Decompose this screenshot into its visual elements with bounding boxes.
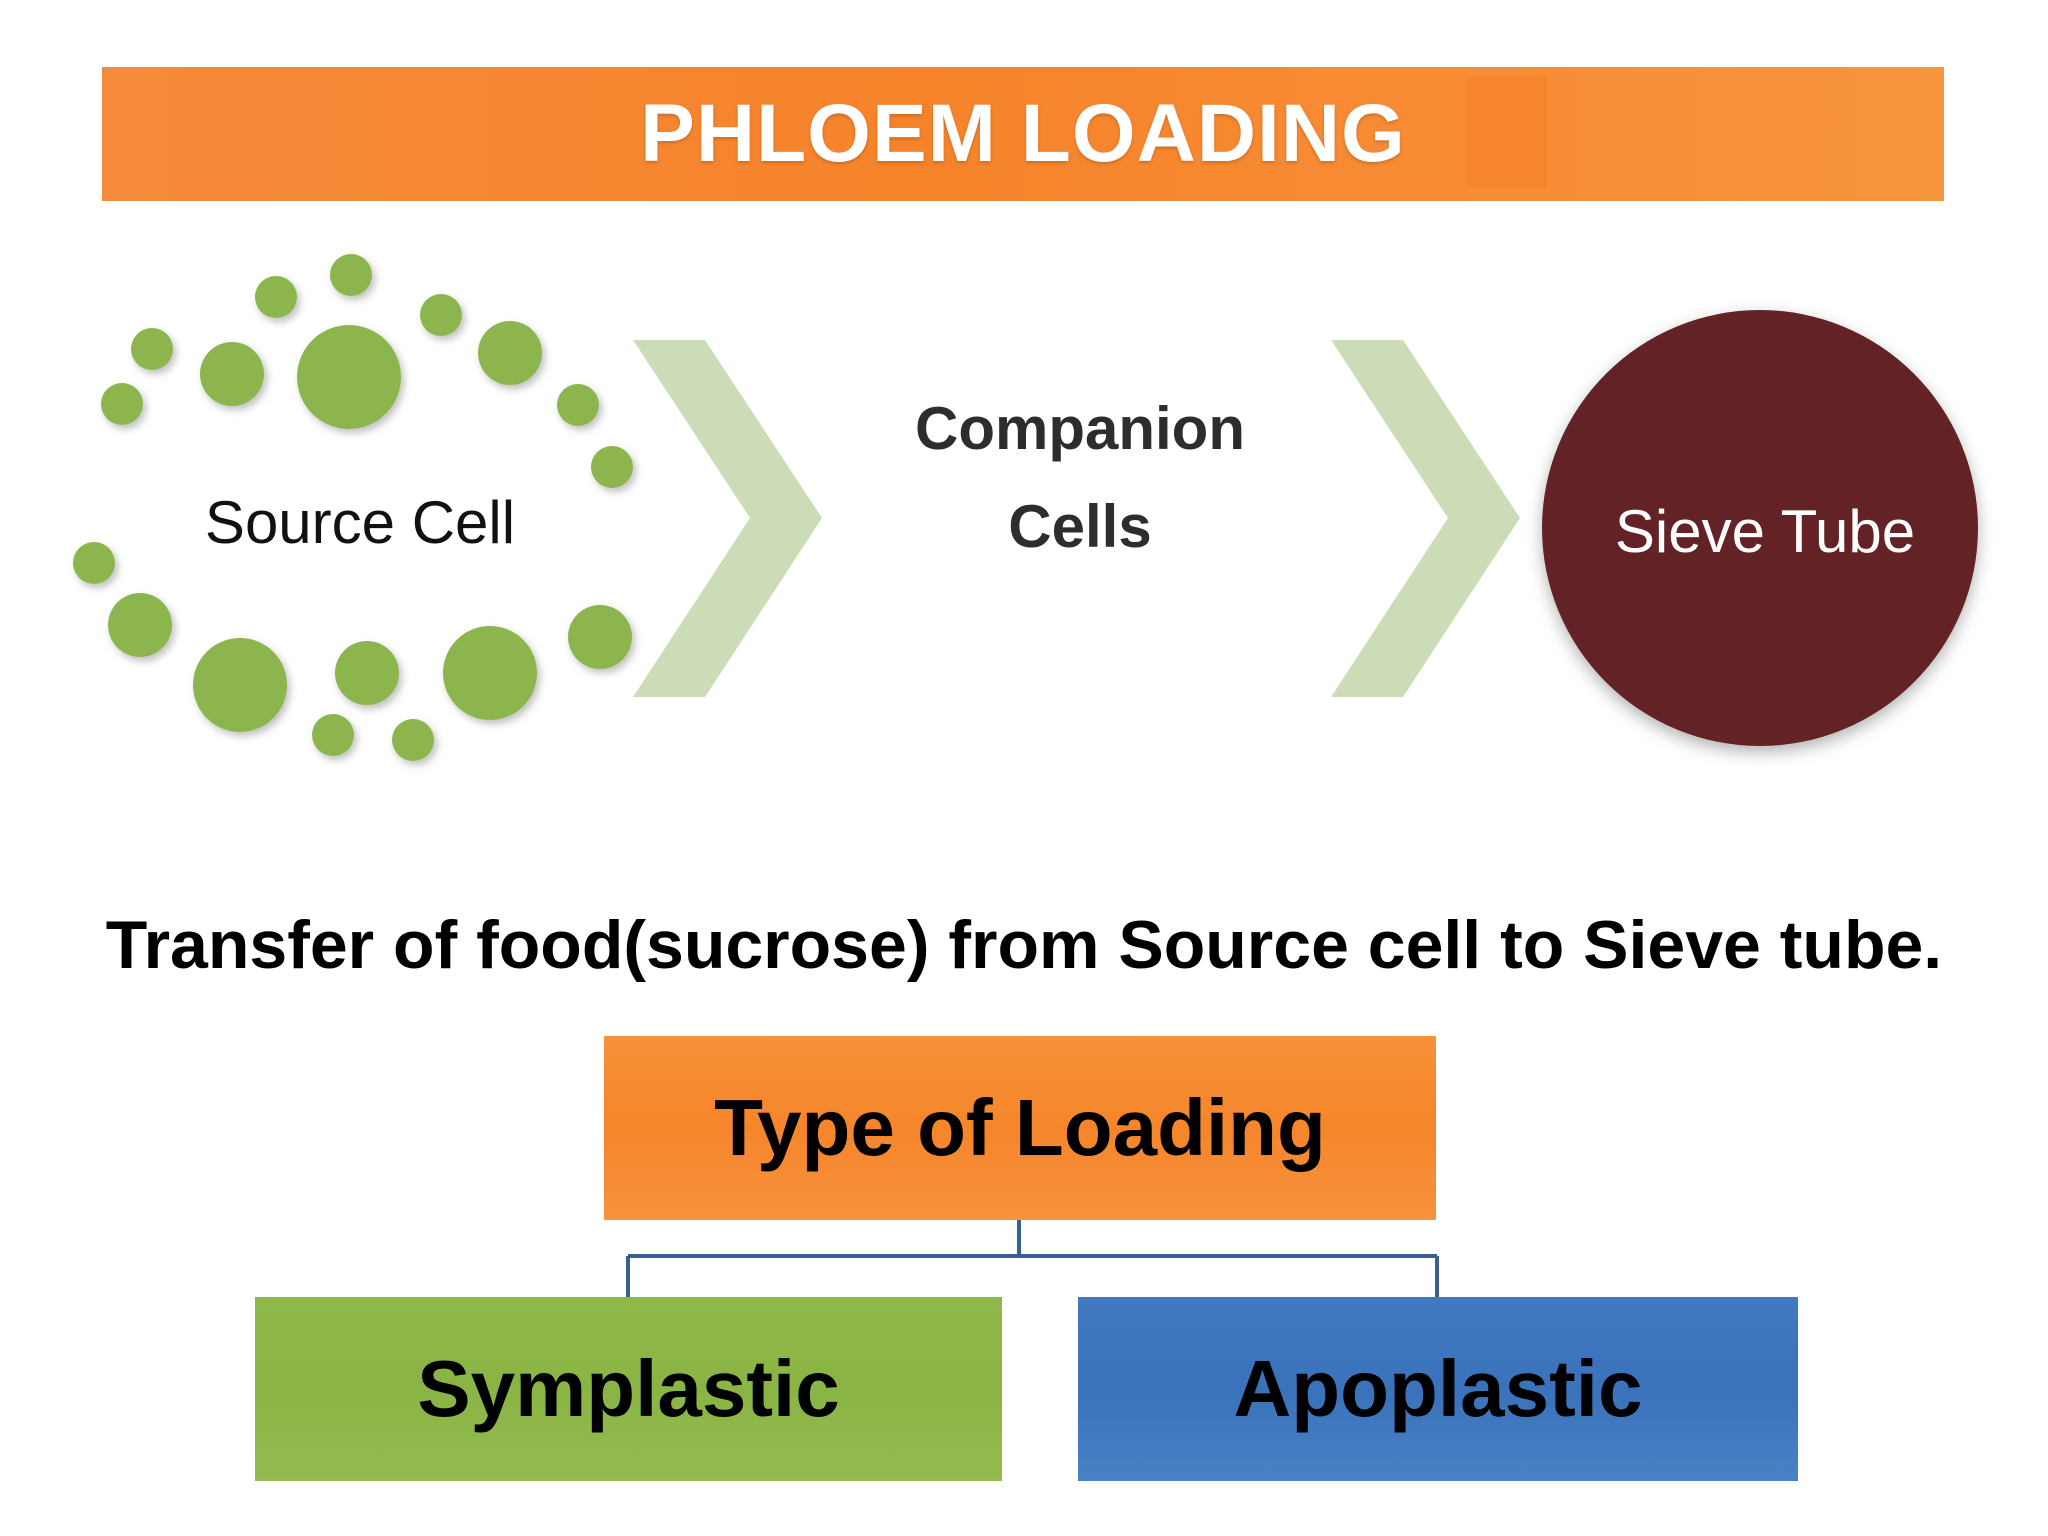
dot	[568, 605, 632, 669]
dot	[297, 325, 401, 429]
dot	[200, 342, 264, 406]
companion-cells-label: Companion Cells	[880, 380, 1280, 576]
symplastic-box: Symplastic	[255, 1297, 1002, 1481]
type-of-loading-box: Type of Loading	[604, 1036, 1436, 1220]
apoplastic-box: Apoplastic	[1078, 1297, 1798, 1481]
dot	[335, 641, 399, 705]
dot	[557, 384, 599, 426]
dot	[255, 276, 297, 318]
dot	[193, 638, 287, 732]
dot	[108, 593, 172, 657]
slide-title: PHLOEM LOADING	[640, 88, 1406, 179]
sieve-tube-circle	[1542, 310, 1978, 746]
dot	[443, 626, 537, 720]
dot	[73, 542, 115, 584]
source-cell-dots	[73, 254, 633, 761]
companion-cells-line1: Companion	[915, 395, 1245, 462]
dot	[330, 254, 372, 296]
type-of-loading-label: Type of Loading	[714, 1083, 1326, 1172]
transfer-statement: Transfer of food(sucrose) from Source ce…	[105, 907, 1943, 983]
sieve-tube-label: Sieve Tube	[1614, 498, 1916, 565]
dot	[312, 714, 354, 756]
dot	[392, 719, 434, 761]
chevron-right-icon	[1331, 340, 1520, 697]
dot	[478, 321, 542, 385]
companion-cells-line2: Cells	[1008, 493, 1152, 560]
source-cell-label: Source Cell	[204, 489, 516, 556]
chevron-right-icon	[633, 340, 822, 697]
dot	[131, 328, 173, 370]
symplastic-label: Symplastic	[417, 1344, 840, 1433]
title-banner: PHLOEM LOADING	[102, 67, 1944, 201]
hierarchy-connectors	[626, 1220, 1439, 1297]
dot	[101, 383, 143, 425]
dot	[420, 294, 462, 336]
apoplastic-label: Apoplastic	[1233, 1344, 1643, 1433]
dot	[591, 446, 633, 488]
